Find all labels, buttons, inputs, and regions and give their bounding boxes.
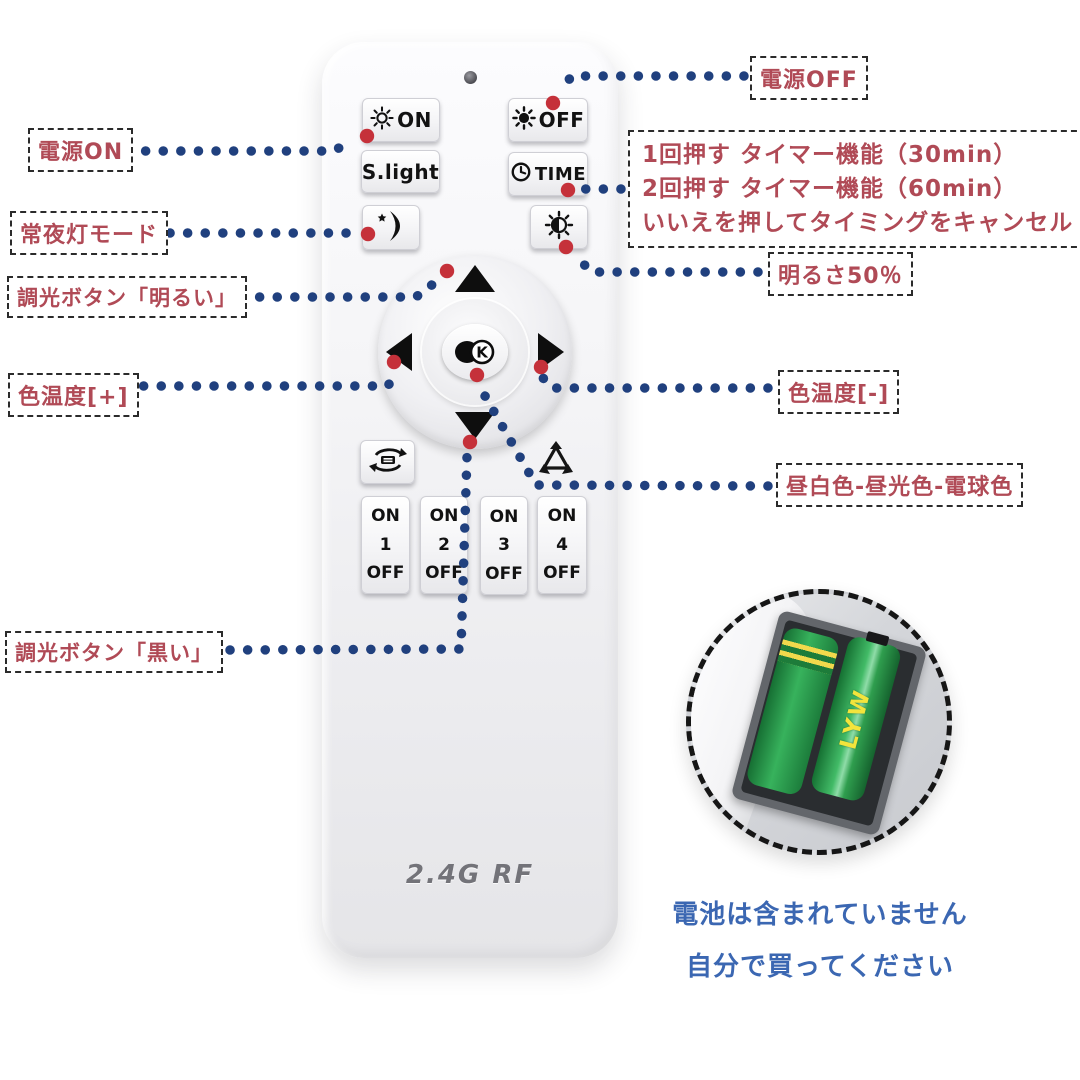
sun-outline-icon	[370, 106, 394, 134]
brand-text: 2.4G RF	[405, 860, 535, 890]
night-light-button[interactable]	[362, 205, 420, 250]
switch-off-label: OFF	[485, 563, 523, 584]
color-temp-k-button[interactable]: K	[442, 324, 508, 380]
dpad-down-button[interactable]	[455, 412, 495, 439]
channel-2-switch[interactable]: ON 2 OFF	[420, 496, 468, 594]
switch-off-label: OFF	[425, 562, 463, 583]
switch-number: 2	[438, 534, 450, 555]
remote-control: ON OFF S.light TIME K	[322, 42, 618, 958]
timer-line-2: 2回押す タイマー機能（60min）	[642, 176, 1018, 202]
battery-note-line-2: 自分で買ってください	[686, 952, 954, 982]
callout-dim-dark: 調光ボタン「黒い」	[5, 631, 223, 673]
timer-button-label: TIME	[534, 163, 587, 185]
loop-arrows-icon	[368, 445, 408, 479]
power-on-button-label: ON	[397, 108, 432, 132]
switch-number: 1	[379, 534, 392, 555]
channel-1-switch[interactable]: ON 1 OFF	[361, 496, 410, 594]
timer-line-3: いいえを押してタイミングをキャンセル	[642, 210, 1074, 236]
battery-note-line-1: 電池は含まれていません	[672, 900, 968, 930]
battery-brand-text: LYW	[835, 685, 877, 753]
k-circle-icon: K	[455, 339, 495, 365]
timer-line-1: 1回押す タイマー機能（30min）	[642, 142, 1018, 168]
callout-power-on: 電源ON	[28, 128, 134, 172]
battery-compartment-inset: LYW	[686, 589, 952, 855]
callout-brightness-50: 明るさ50％	[768, 252, 913, 296]
dpad-up-button[interactable]	[455, 265, 495, 292]
channel-3-switch[interactable]: ON 3 OFF	[480, 496, 528, 595]
channel-4-switch[interactable]: ON 4 OFF	[537, 496, 587, 594]
power-off-button[interactable]: OFF	[508, 98, 588, 142]
recycle-mark	[530, 438, 582, 484]
sun-filled-icon	[511, 106, 536, 134]
callout-power-off: 電源OFF	[750, 56, 868, 100]
switch-off-label: OFF	[543, 562, 581, 583]
switch-off-label: OFF	[366, 562, 405, 583]
moon-star-icon	[374, 209, 408, 247]
clock-icon	[510, 161, 532, 187]
callout-color-plus: 色温度[+]	[8, 373, 139, 417]
recycle-icon	[535, 440, 577, 482]
dpad-right-button[interactable]	[538, 333, 564, 371]
switch-on-label: ON	[371, 506, 400, 527]
scene-light-button-label: S.light	[361, 159, 440, 184]
timer-button[interactable]: TIME	[508, 152, 588, 196]
brightness-50-button[interactable]	[530, 205, 588, 249]
led-indicator	[464, 71, 477, 84]
switch-number: 4	[556, 534, 568, 555]
cycle-button[interactable]	[360, 440, 415, 484]
callout-night-mode: 常夜灯モード	[10, 211, 169, 255]
switch-on-label: ON	[429, 506, 459, 527]
switch-on-label: ON	[489, 506, 519, 527]
switch-number: 3	[498, 535, 510, 556]
callout-dim-bright: 調光ボタン「明るい」	[7, 276, 247, 318]
power-on-button[interactable]: ON	[362, 98, 440, 142]
callout-timer: 1回押す タイマー機能（30min） 2回押す タイマー機能（60min） いい…	[628, 130, 1080, 248]
callout-presets: 昼白色-昼光色-電球色	[776, 463, 1024, 507]
half-sun-icon	[544, 210, 574, 244]
connector-power-on	[123, 137, 358, 156]
scene-light-button[interactable]: S.light	[361, 150, 440, 193]
callout-color-minus: 色温度[-]	[778, 370, 900, 414]
k-letter: K	[476, 344, 489, 362]
power-off-button-label: OFF	[538, 108, 585, 132]
dpad-left-button[interactable]	[386, 333, 412, 371]
switch-on-label: ON	[547, 506, 577, 527]
dpad: K	[378, 255, 572, 449]
